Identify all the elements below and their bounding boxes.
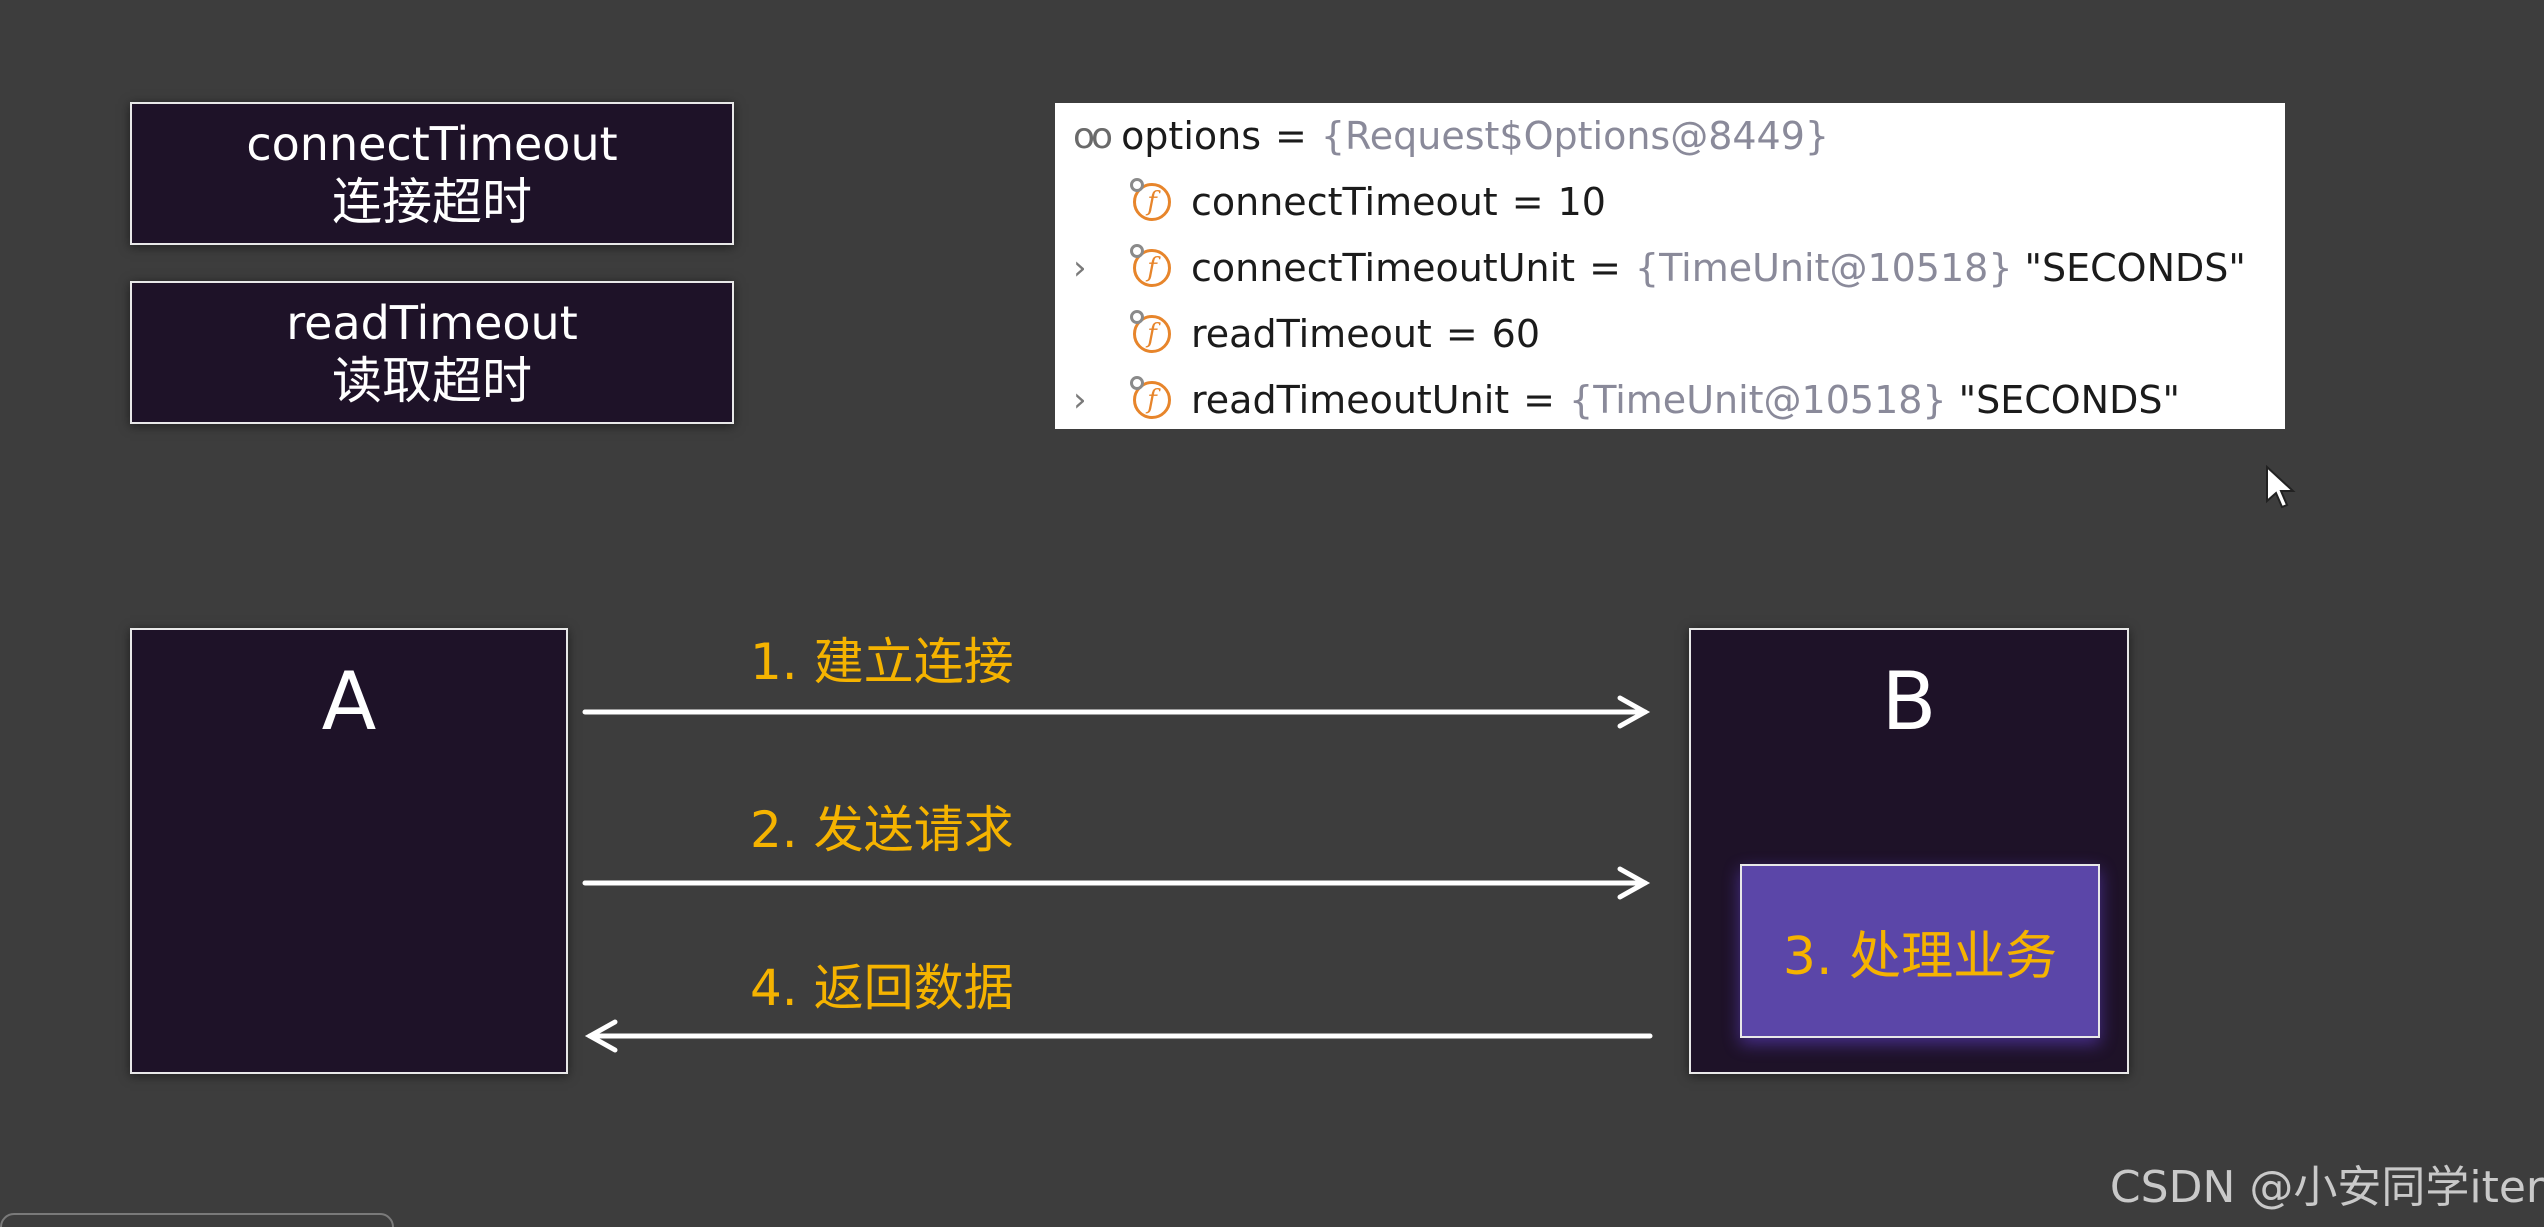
variable-name: options bbox=[1121, 114, 1262, 158]
glasses-icon: oo bbox=[1073, 115, 1113, 157]
node-b-label: B bbox=[1881, 655, 1937, 748]
equals-sign: = bbox=[1275, 114, 1307, 158]
process-business-box: 3. 处理业务 bbox=[1740, 864, 2100, 1038]
variable-name: readTimeoutUnit bbox=[1191, 378, 1510, 422]
node-a-label: A bbox=[321, 655, 377, 748]
variable-ref: {TimeUnit@10518} bbox=[1569, 378, 1947, 422]
bottom-tab-outline bbox=[0, 1213, 394, 1227]
read-timeout-zh: 读取超时 bbox=[332, 352, 532, 410]
chevron-right-icon[interactable]: › bbox=[1073, 380, 1087, 420]
read-timeout-label-box: readTimeout 读取超时 bbox=[130, 281, 734, 424]
connect-timeout-label-box: connectTimeout 连接超时 bbox=[130, 102, 734, 245]
variable-value: 60 bbox=[1491, 312, 1541, 356]
connect-timeout-zh: 连接超时 bbox=[332, 173, 532, 231]
variable-value: 10 bbox=[1557, 180, 1606, 224]
debug-row-read-timeout-unit[interactable]: › f readTimeoutUnit = {TimeUnit@10518} "… bbox=[1073, 367, 2180, 433]
arrow-response bbox=[584, 1019, 1653, 1053]
chevron-right-icon[interactable]: › bbox=[1073, 248, 1087, 288]
field-icon: f bbox=[1130, 178, 1171, 221]
watermark: CSDN @小安同学iter bbox=[2109, 1162, 2544, 1213]
step-establish-connection: 1. 建立连接 bbox=[750, 633, 1014, 691]
step-send-request: 2. 发送请求 bbox=[750, 801, 1014, 859]
debug-row-options[interactable]: oo options = {Request$Options@8449} bbox=[1073, 103, 1829, 169]
equals-sign: = bbox=[1511, 180, 1544, 224]
arrow-request bbox=[582, 866, 1651, 900]
variable-value: "SECONDS" bbox=[2024, 246, 2246, 290]
variable-value: "SECONDS" bbox=[1958, 378, 2180, 422]
debug-row-read-timeout[interactable]: f readTimeout = 60 bbox=[1130, 301, 1541, 367]
field-icon: f bbox=[1130, 310, 1171, 353]
equals-sign: = bbox=[1589, 246, 1621, 290]
variable-name: readTimeout bbox=[1191, 312, 1432, 356]
process-label: 3. 处理业务 bbox=[1782, 926, 2058, 987]
debug-row-connect-timeout[interactable]: f connectTimeout = 10 bbox=[1130, 169, 1606, 235]
equals-sign: = bbox=[1523, 378, 1556, 422]
variable-ref: {TimeUnit@10518} bbox=[1634, 246, 2013, 290]
mouse-cursor-icon bbox=[2266, 465, 2296, 509]
node-a: A bbox=[130, 628, 568, 1074]
field-icon: f bbox=[1130, 376, 1171, 419]
debug-row-connect-timeout-unit[interactable]: › f connectTimeoutUnit = {TimeUnit@10518… bbox=[1073, 235, 2246, 301]
debugger-variables-panel: oo options = {Request$Options@8449} f co… bbox=[1055, 103, 2296, 509]
read-timeout-en: readTimeout bbox=[286, 296, 578, 350]
variable-value: {Request$Options@8449} bbox=[1320, 114, 1830, 158]
field-icon: f bbox=[1130, 244, 1171, 287]
equals-sign: = bbox=[1445, 312, 1478, 356]
arrow-connect bbox=[582, 695, 1651, 729]
step-return-data: 4. 返回数据 bbox=[750, 959, 1014, 1017]
connect-timeout-en: connectTimeout bbox=[246, 117, 618, 171]
variable-name: connectTimeout bbox=[1191, 180, 1498, 224]
variable-name: connectTimeoutUnit bbox=[1191, 246, 1576, 290]
